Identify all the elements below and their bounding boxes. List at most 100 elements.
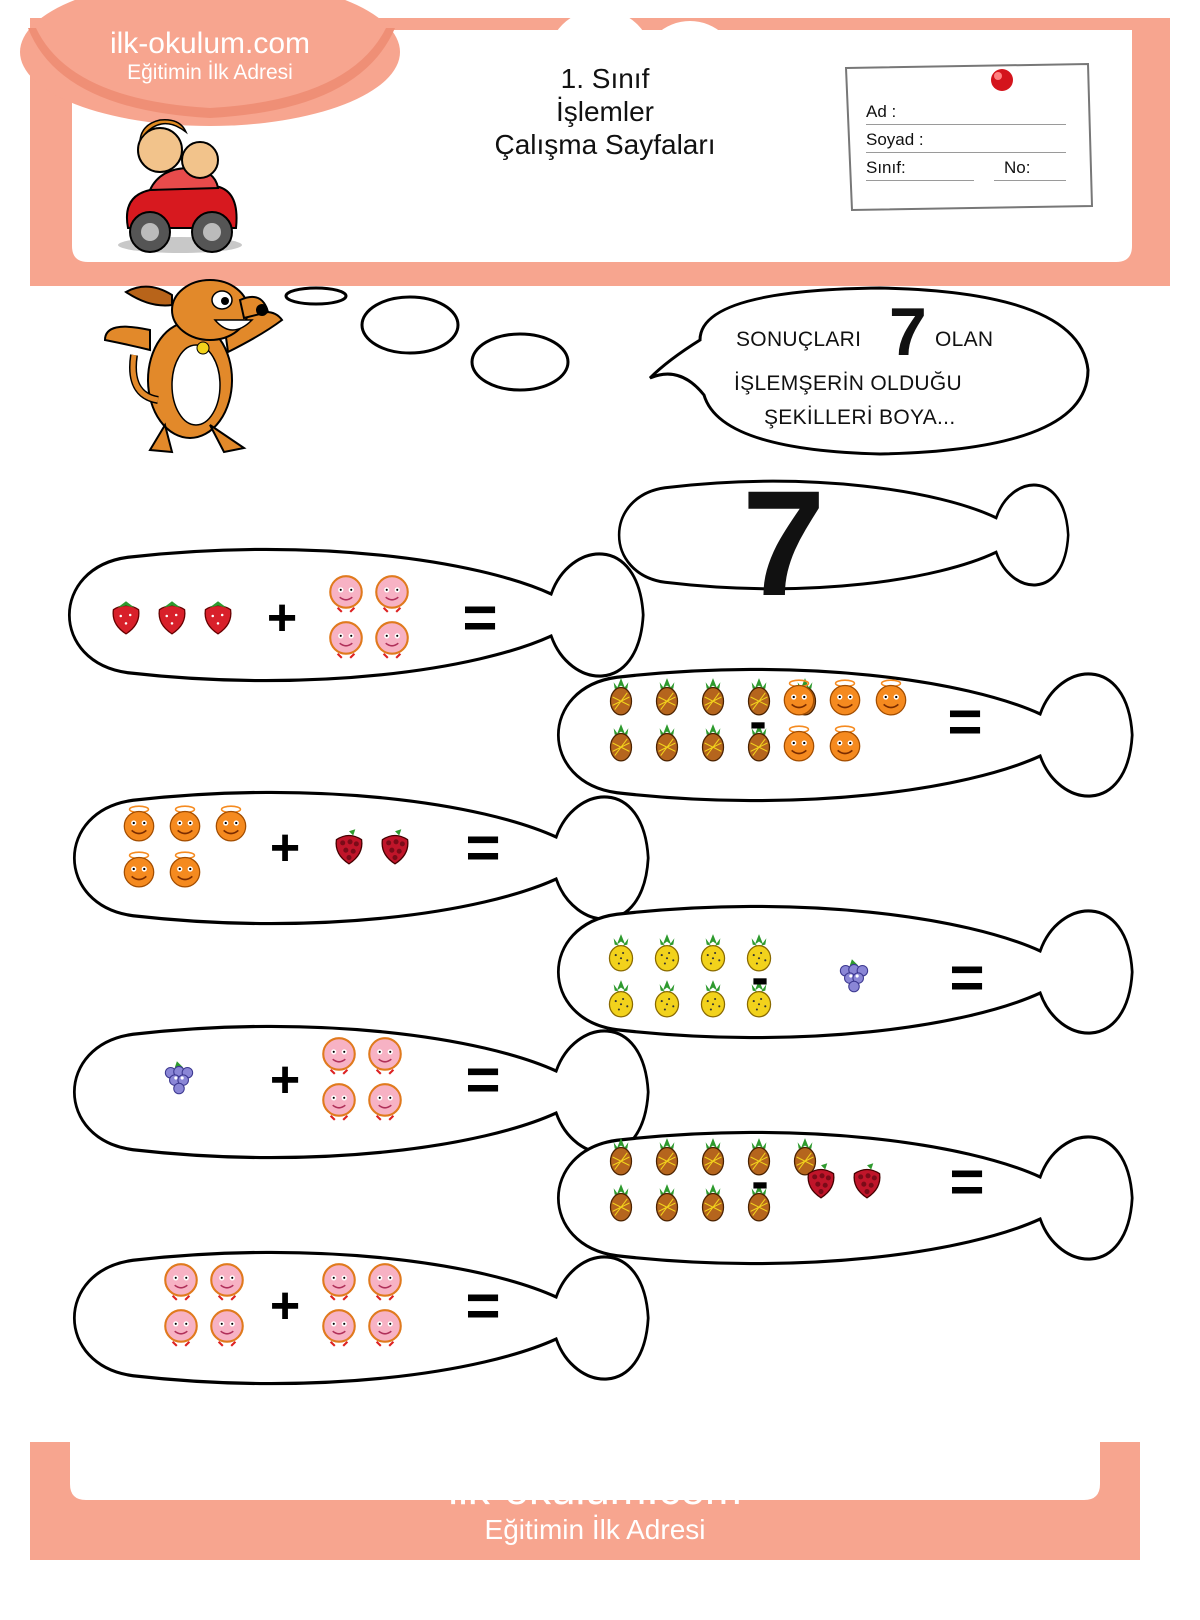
peach-group [160,1260,248,1348]
yellow-pineapple-icon [646,978,688,1020]
thought-chain [284,286,570,392]
strawberry-icon [105,595,147,637]
peach-icon [371,572,413,614]
peach-icon [318,1034,360,1076]
title-line-1: 1. Sınıf [560,63,650,94]
raspberry-icon [846,1159,888,1201]
pineapple-icon [646,722,688,764]
orange-group [118,802,252,890]
orange-icon [164,848,206,890]
raspberry-group [800,1159,888,1201]
plus-sign: + [269,1277,301,1335]
grape-group [158,1057,200,1099]
pineapple-icon [738,1182,780,1224]
pineapple-icon [738,676,780,718]
pineapple-icon [600,676,642,718]
target-number: 7 [742,459,826,627]
number-label: No: [1004,158,1031,177]
pineapple-icon [692,676,734,718]
pineapple-group [600,676,826,764]
class-field[interactable]: Sınıf: [866,158,974,181]
cartoon-dog [103,279,284,454]
plus-sign: + [266,589,298,647]
peach-icon [318,1260,360,1302]
pineapple-icon [692,722,734,764]
yellow-pineapple-group [600,932,780,1020]
instruction-bubble [648,286,1090,456]
yellow-pineapple-icon [646,932,688,974]
orange-group [778,676,912,764]
strawberry-icon [197,595,239,637]
class-label: Sınıf: [866,158,906,177]
title-line-3: Çalışma Sayfaları [494,129,716,160]
equals-sign: = [465,1046,501,1113]
orange-icon [210,802,252,844]
name-field[interactable]: Ad : [866,102,1066,125]
strawberry-icon [151,595,193,637]
peach-icon [325,618,367,660]
peach-icon [364,1034,406,1076]
peach-icon [160,1306,202,1348]
pineapple-icon [784,1136,826,1178]
orange-icon [870,676,912,718]
yellow-pineapple-icon [738,978,780,1020]
orange-icon [778,676,820,718]
equals-sign: = [949,1148,985,1215]
raspberry-icon [800,1159,842,1201]
pineapple-icon [646,1182,688,1224]
yellow-pineapple-icon [600,932,642,974]
plus-sign: + [269,819,301,877]
surname-field[interactable]: Soyad : [866,130,1066,153]
peach-icon [206,1306,248,1348]
minus-sign: - [749,693,767,751]
student-info-card: Ad : Soyad : Sınıf: No: [866,100,1076,192]
footer-logo[interactable]: ilk-okulum.com Eğitimin İlk Adresi [380,1466,810,1546]
equals-sign: = [949,944,985,1011]
footer-frame [30,1442,1140,1560]
raspberry-icon [374,825,416,867]
name-label: Ad : [866,102,897,121]
pineapple-icon [692,1182,734,1224]
plus-sign: + [269,1051,301,1109]
yellow-pineapple-icon [738,932,780,974]
yellow-pineapple-icon [692,978,734,1020]
pineapple-icon [738,1136,780,1178]
header-logo[interactable]: ilk-okulum.com Eğitimin İlk Adresi [40,28,380,86]
page-title: 1. Sınıf İşlemler Çalışma Sayfaları [455,62,755,161]
peach-icon [160,1260,202,1302]
grape-icon [833,955,875,997]
peach-icon [364,1306,406,1348]
peach-icon [318,1306,360,1348]
title-cloud [249,9,799,224]
peach-icon [206,1260,248,1302]
grape-group [833,955,875,997]
peach-group [318,1260,406,1348]
pineapple-icon [600,1136,642,1178]
surname-label: Soyad : [866,130,924,149]
raspberry-group [328,825,416,867]
instruction-part-2: OLAN [935,328,994,351]
pineapple-icon [600,722,642,764]
footer-site-name: ilk-okulum.com [448,1465,742,1514]
raspberry-icon [328,825,370,867]
orange-icon [824,676,866,718]
pineapple-icon [738,722,780,764]
header-site-name: ilk-okulum.com [109,27,311,60]
cartoon-car [118,119,242,253]
header-site-slogan: Eğitimin İlk Adresi [127,61,293,84]
equals-sign: = [465,814,501,881]
strawberry-group [105,595,239,637]
peach-group [318,1034,406,1122]
minus-sign: - [751,1153,769,1211]
pineapple-icon [646,676,688,718]
number-field[interactable]: No: [994,158,1066,181]
orange-icon [824,722,866,764]
equals-sign: = [462,584,498,651]
orange-icon [118,802,160,844]
instruction-part-1: SONUÇLARI [736,328,862,351]
instruction-number: 7 [889,294,927,370]
footer-site-slogan: Eğitimin İlk Adresi [484,1514,706,1545]
instruction-line-2: İŞLEMŞERİN OLDUĞU [734,372,962,395]
orange-icon [778,722,820,764]
